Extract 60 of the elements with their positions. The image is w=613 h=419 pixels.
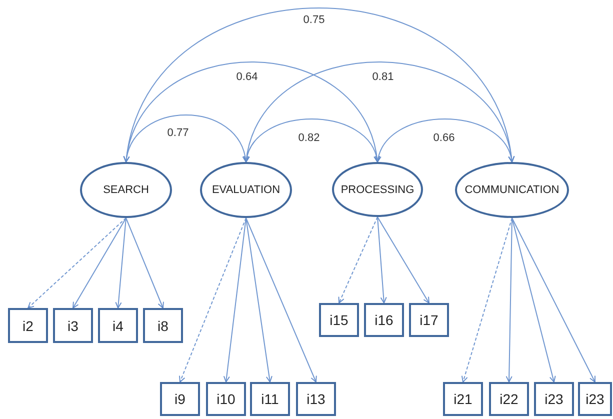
indicator-box — [534, 382, 574, 416]
indicator-box — [143, 308, 183, 343]
item-label: i11 — [261, 391, 279, 407]
factor-name: COMMUNICATION — [464, 184, 560, 196]
item-label: i2 — [22, 318, 34, 334]
indicator-box — [250, 382, 290, 416]
indicator-box — [8, 308, 48, 343]
indicator-box — [364, 303, 404, 337]
item-label: i8 — [158, 318, 168, 334]
loading-arrow — [377, 216, 387, 304]
item-label: i23 — [544, 391, 564, 407]
loading-arrow — [28, 218, 126, 308]
correlation-arrow — [124, 62, 380, 162]
indicator-box — [296, 382, 336, 416]
item-label: i3 — [68, 318, 78, 334]
edge-label: 0.66 — [431, 132, 457, 144]
correlation-arrow — [376, 118, 514, 162]
indicator-box — [578, 382, 612, 416]
loading-arrow — [179, 218, 246, 382]
edge-label: 0.75 — [301, 14, 327, 26]
item-label: i13 — [306, 391, 326, 407]
indicator-box — [409, 303, 449, 337]
item-label: i4 — [112, 318, 124, 334]
item-label: i22 — [500, 391, 518, 407]
loading-arrow — [246, 218, 272, 382]
loading-arrow — [461, 218, 512, 382]
correlation-arrow — [124, 114, 248, 162]
item-label: i21 — [454, 391, 472, 407]
item-label: i16 — [374, 312, 394, 328]
loading-arrow — [246, 218, 317, 382]
indicator-box — [206, 382, 246, 416]
item-label: i15 — [330, 312, 348, 328]
edge-label: 0.77 — [165, 127, 191, 139]
indicator-box — [319, 303, 359, 337]
loading-arrow — [338, 216, 378, 304]
loading-arrow — [512, 218, 556, 382]
factor-name: PROCESSING — [340, 184, 414, 196]
item-label: i23 — [586, 391, 604, 407]
indicator-box — [160, 382, 200, 416]
loading-arrow — [72, 218, 126, 308]
edge-label: 0.81 — [370, 71, 396, 83]
loading-arrow — [506, 218, 512, 382]
loading-arrow — [377, 216, 430, 304]
loading-arrow — [512, 218, 596, 382]
edge-label: 0.82 — [296, 132, 322, 144]
item-label: i9 — [174, 391, 186, 407]
factor-name: SEARCH — [103, 184, 149, 196]
item-label: i17 — [420, 312, 438, 328]
correlation-arrow — [244, 62, 514, 162]
item-label: i10 — [216, 391, 236, 407]
indicator-box — [443, 382, 483, 416]
correlation-arrow — [124, 8, 514, 162]
loading-arrow — [115, 218, 126, 308]
indicator-box — [53, 308, 93, 343]
loading-arrow — [126, 218, 164, 308]
edge-label: 0.64 — [234, 71, 260, 83]
indicator-box — [489, 382, 529, 416]
factor-name: EVALUATION — [212, 184, 280, 196]
loading-arrow — [223, 218, 246, 382]
indicator-box — [98, 308, 138, 343]
